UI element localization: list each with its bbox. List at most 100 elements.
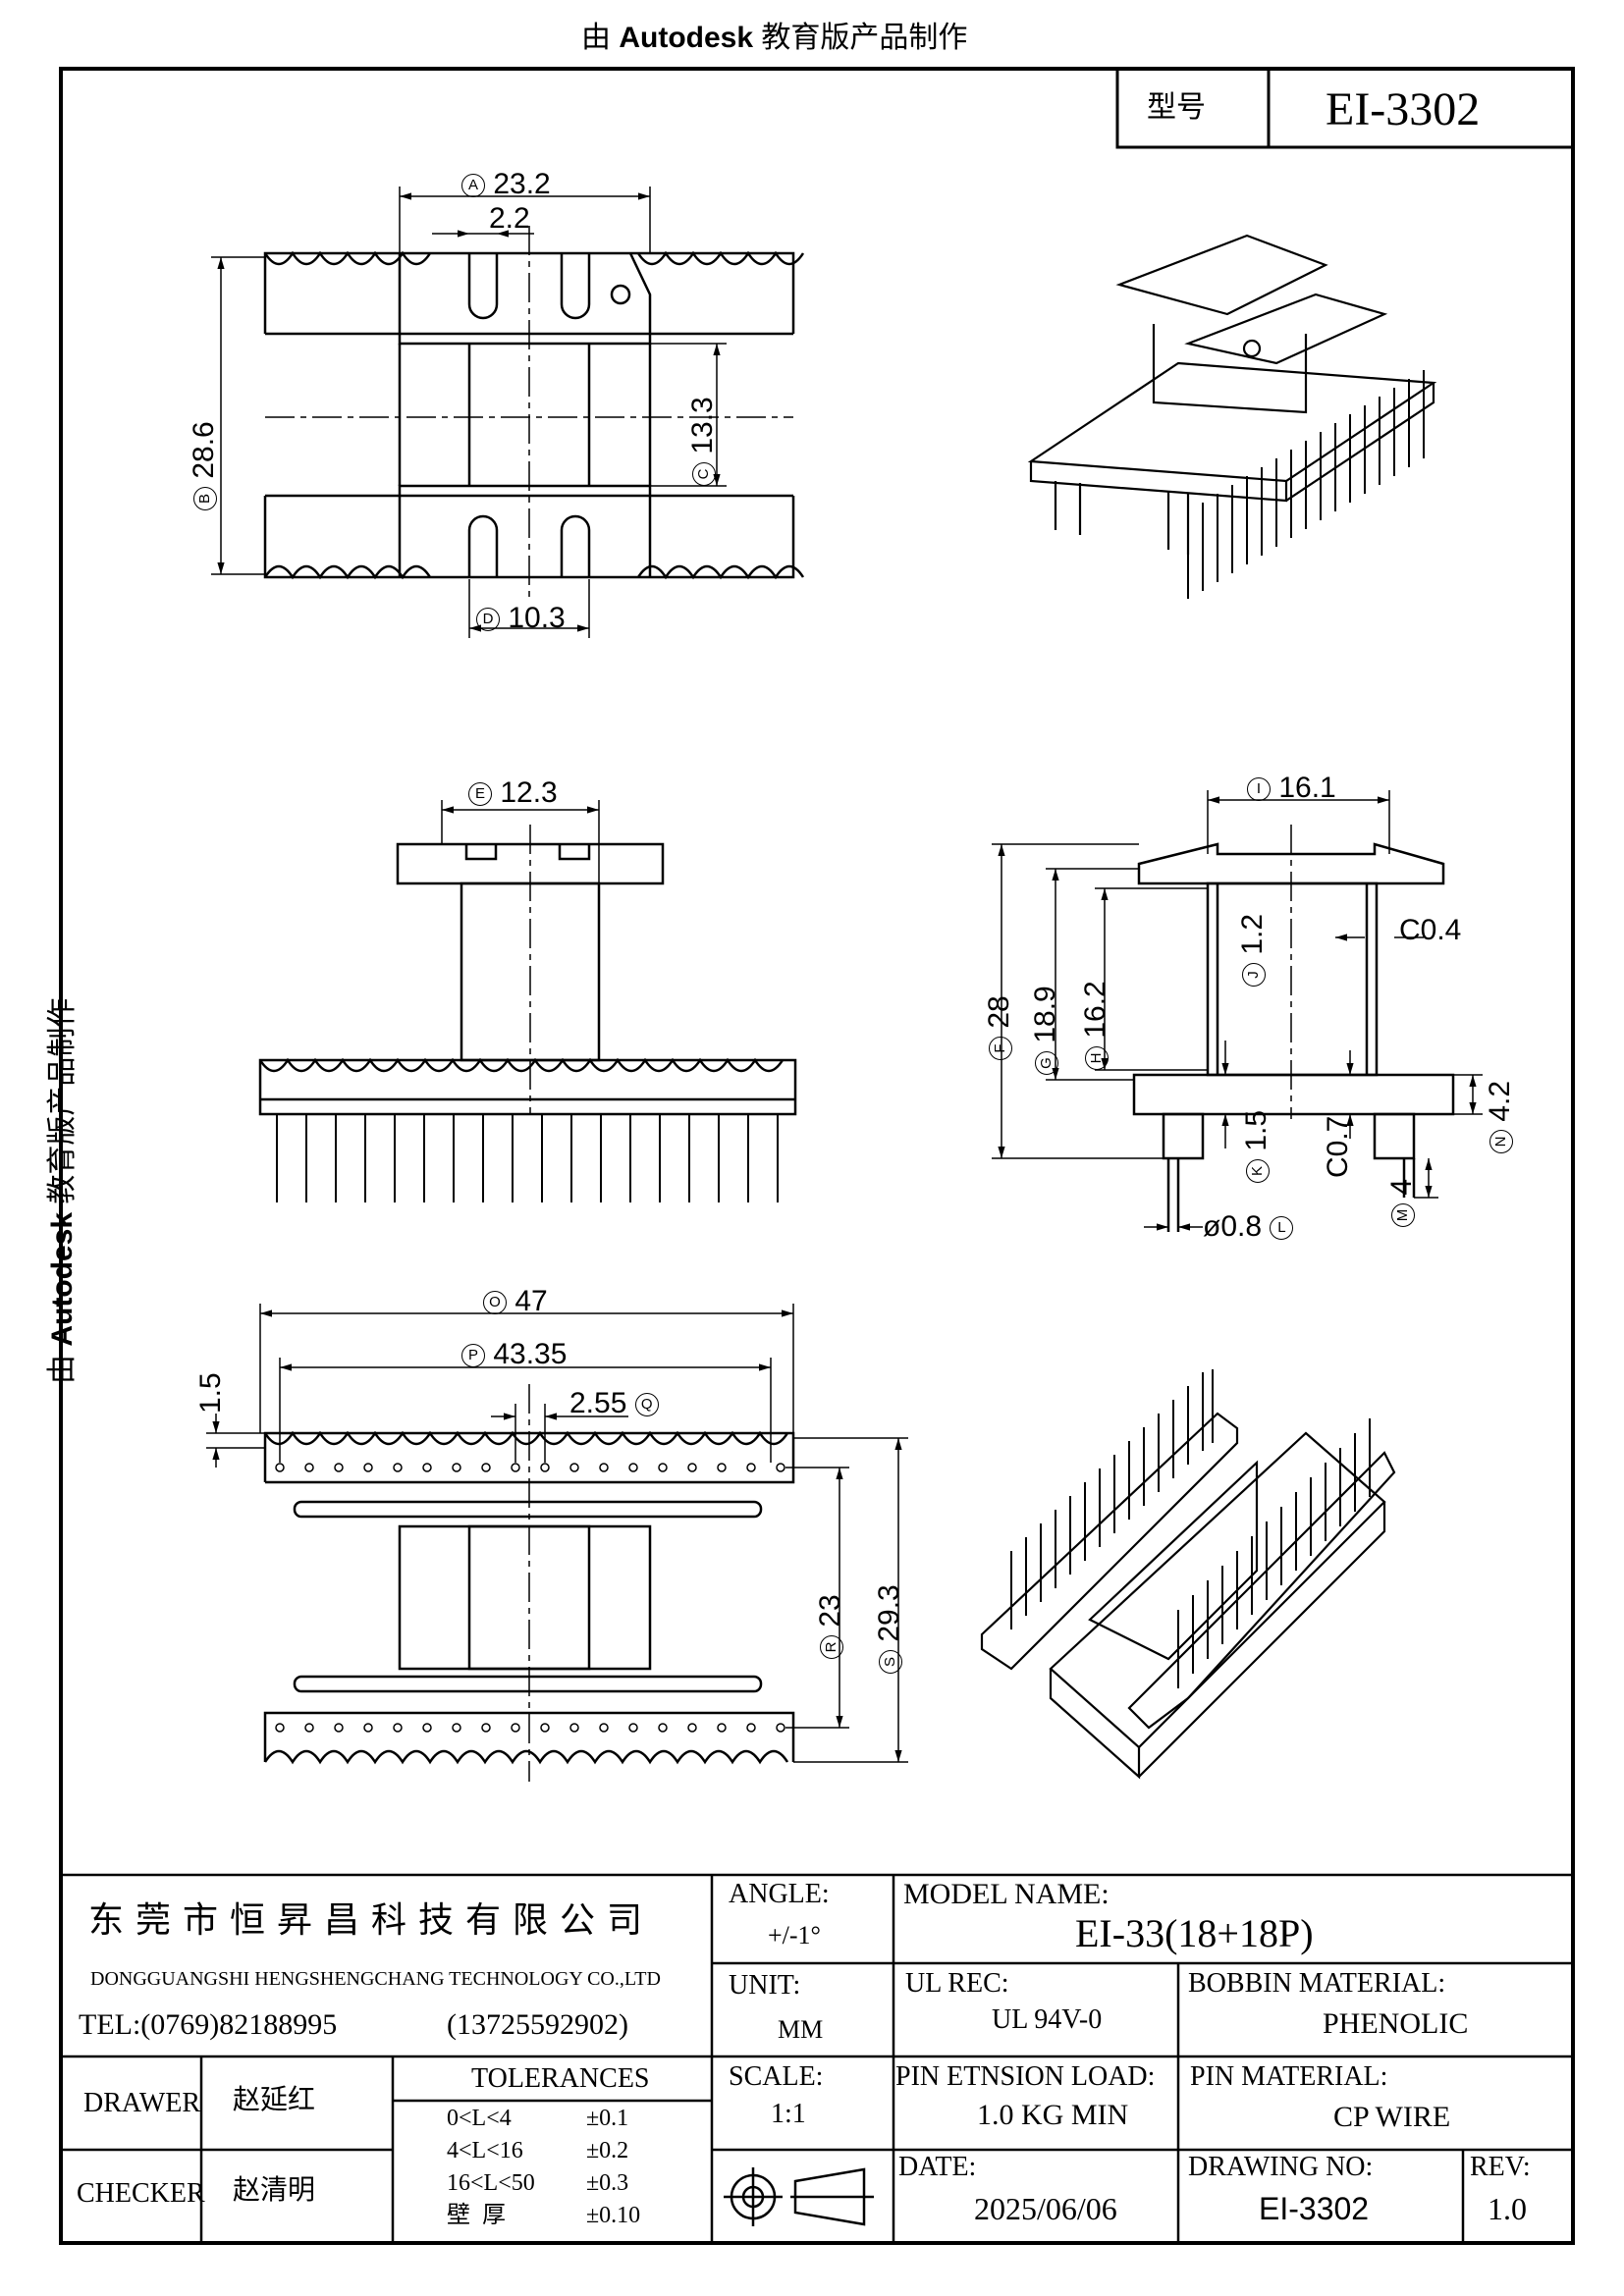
- dim-D-value: 10.3: [508, 602, 566, 634]
- bottom-view-dims: [206, 1304, 908, 1782]
- model-header-box: [1115, 67, 1575, 149]
- top-view: [263, 250, 805, 580]
- dim-R-letter: R: [820, 1635, 844, 1659]
- dim-O-value: 47: [514, 1285, 548, 1317]
- rev-value: 1.0: [1488, 2191, 1527, 2226]
- top-view-centerlines: [265, 226, 793, 599]
- dim-E-letter: E: [468, 782, 492, 807]
- company-mobile: (13725592902): [447, 2008, 628, 2041]
- dim-Q-value: 2.55: [569, 1387, 627, 1419]
- model-name-label: MODEL NAME:: [903, 1878, 1110, 1910]
- dim-G: G 18.9: [1028, 986, 1063, 1075]
- bobbin-material-value: PHENOLIC: [1323, 2007, 1469, 2040]
- drawing-no-value: EI-3302: [1259, 2191, 1370, 2226]
- pin-load-value: 1.0 KG MIN: [977, 2099, 1129, 2131]
- dim-S: S 29.3: [872, 1584, 907, 1674]
- dim-J-value: 1.2: [1236, 913, 1269, 955]
- drawer-name: 赵延红: [233, 2085, 316, 2115]
- title-block-grid: [59, 1873, 1575, 2245]
- pin-material-label: PIN MATERIAL:: [1190, 2061, 1388, 2092]
- dim-B: B 28.6: [187, 421, 222, 510]
- iso-view-top: [1027, 234, 1437, 555]
- dim-M-value: 4: [1385, 1178, 1418, 1196]
- dim-F-value: 28: [983, 995, 1015, 1029]
- model-header-label: 型号: [1147, 91, 1206, 124]
- pin-load-label: PIN ETNSION LOAD:: [895, 2061, 1156, 2092]
- dim-B-letter: B: [193, 487, 218, 510]
- scale-label: SCALE:: [729, 2061, 824, 2092]
- dim-A-value: 23.2: [493, 168, 551, 200]
- dim-s22: 2.2: [489, 202, 530, 235]
- drawing-no-label: DRAWING NO:: [1188, 2152, 1374, 2182]
- dim-J-letter: J: [1242, 963, 1267, 987]
- scale-value: 1:1: [771, 2099, 806, 2129]
- dim-Q-letter: Q: [634, 1393, 659, 1417]
- tol-value-1: ±0.2: [586, 2138, 629, 2163]
- dim-N-value: 4.2: [1484, 1080, 1516, 1122]
- dim-N: N 4.2: [1483, 1081, 1518, 1153]
- front-view: [258, 842, 797, 1116]
- company-tel: TEL:(0769)82188995: [79, 2008, 338, 2041]
- dim-E: E 12.3: [468, 775, 558, 811]
- model-name-value: EI-33(18+18P): [1075, 1911, 1314, 1955]
- checker-name: 赵清明: [233, 2175, 316, 2206]
- dim-D: D 10.3: [476, 601, 566, 636]
- dim-L-value: ø0.8: [1203, 1210, 1263, 1243]
- dim-c04: C0.4: [1399, 914, 1462, 946]
- dim-F: F 28: [982, 995, 1017, 1060]
- dim-S-value: 29.3: [873, 1584, 905, 1642]
- unit-label: UNIT:: [729, 1970, 801, 2001]
- front-view-dims: [441, 800, 600, 1114]
- dim-L-letter: L: [1270, 1216, 1294, 1241]
- dim-K-letter: K: [1246, 1159, 1271, 1183]
- dim-H-value: 16.2: [1079, 981, 1111, 1039]
- tol-range-1: 4<L<16: [447, 2138, 523, 2163]
- dim-H-letter: H: [1085, 1046, 1110, 1070]
- tol-range-0: 0<L<4: [447, 2106, 512, 2131]
- dim-A-letter: A: [461, 174, 485, 198]
- iso-view-bottom-pins: [1010, 1369, 1371, 1688]
- projection-symbol-icon: [724, 2167, 874, 2226]
- dim-K: K 1.5: [1239, 1110, 1274, 1183]
- dim-G-letter: G: [1035, 1051, 1059, 1075]
- date-label: DATE:: [898, 2152, 977, 2182]
- pin-material-value: CP WIRE: [1333, 2101, 1451, 2133]
- dim-P: P 43.35: [461, 1337, 567, 1372]
- dim-E-value: 12.3: [500, 776, 558, 809]
- dim-O-letter: O: [483, 1291, 507, 1315]
- dim-L: ø0.8 L: [1203, 1209, 1294, 1245]
- dim-R: R 23: [813, 1594, 848, 1659]
- tol-range-2: 16<L<50: [447, 2170, 535, 2196]
- dim-H: H 16.2: [1078, 981, 1113, 1070]
- angle-value: +/-1°: [768, 1921, 821, 1949]
- front-view-pins: [276, 1114, 779, 1202]
- dim-G-value: 18.9: [1029, 986, 1061, 1043]
- dim-C: C 13.3: [685, 397, 721, 486]
- drawer-label: DRAWER: [83, 2088, 201, 2118]
- watermark-top: 由 Autodesk 教育版产品制作: [581, 22, 968, 54]
- iso-view-bottom: [980, 1412, 1396, 1780]
- dim-B-value: 28.6: [188, 421, 220, 479]
- dim-I-value: 16.1: [1278, 772, 1336, 804]
- company-name-en: DONGGUANGSHI HENGSHENGCHANG TECHNOLOGY C…: [90, 1968, 661, 1990]
- tolerances-label: TOLERANCES: [471, 2063, 650, 2094]
- dim-R-value: 23: [814, 1594, 846, 1628]
- dim-I-letter: I: [1247, 777, 1271, 802]
- dim-M-letter: M: [1391, 1203, 1416, 1227]
- angle-label: ANGLE:: [729, 1879, 830, 1909]
- date-value: 2025/06/06: [974, 2191, 1117, 2226]
- tol-value-0: ±0.1: [586, 2106, 629, 2131]
- side-view: [1132, 842, 1455, 1232]
- dim-Q: 2.55 Q: [569, 1386, 659, 1421]
- dim-s15: 1.5: [194, 1372, 227, 1414]
- tol-value-3: ±0.10: [586, 2203, 641, 2228]
- dim-P-letter: P: [461, 1344, 485, 1368]
- bobbin-material-label: BOBBIN MATERIAL:: [1188, 1968, 1446, 1999]
- dim-D-letter: D: [476, 608, 500, 632]
- dim-I: I 16.1: [1247, 771, 1336, 806]
- dim-M: M 4: [1384, 1179, 1420, 1227]
- dim-J: J 1.2: [1235, 914, 1271, 987]
- model-header-value: EI-3302: [1326, 83, 1481, 135]
